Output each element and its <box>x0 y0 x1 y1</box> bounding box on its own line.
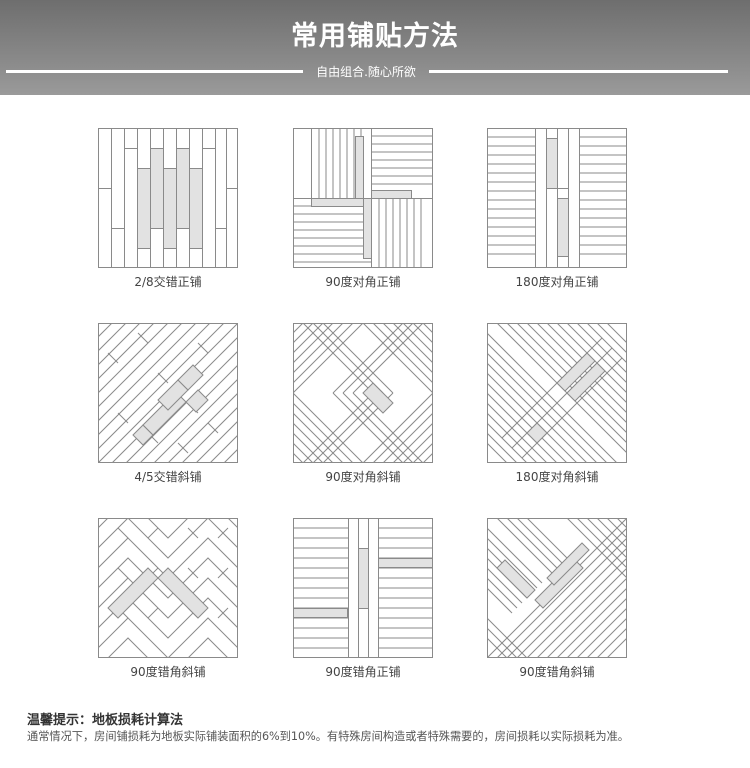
pattern-caption: 90度对角斜铺 <box>325 470 401 484</box>
pattern-tile-90-diagonal-slant <box>293 323 433 463</box>
divider-left <box>6 70 303 73</box>
pattern-tile-180-diagonal-straight <box>487 128 627 268</box>
pattern-caption: 4/5交错斜铺 <box>134 470 202 484</box>
page-subtitle: 自由组合.随心所欲 <box>316 65 416 79</box>
pattern-tile-180-diagonal-slant <box>487 323 627 463</box>
pattern-diagram <box>487 128 627 268</box>
pattern-diagram <box>487 518 627 658</box>
pattern-caption: 90度对角正铺 <box>325 275 401 289</box>
pattern-caption: 90度错角斜铺 <box>519 665 595 679</box>
pattern-caption: 180度对角斜铺 <box>515 470 599 484</box>
pattern-tile-2-8-staggered-straight <box>98 128 238 268</box>
header-banner: 常用铺贴方法 自由组合.随心所欲 <box>0 0 750 95</box>
pattern-diagram <box>98 518 238 658</box>
pattern-tile-90-diagonal-straight <box>293 128 433 268</box>
pattern-diagram <box>293 518 433 658</box>
pattern-diagram <box>293 323 433 463</box>
pattern-tile-90-offset-diagonal <box>98 518 238 658</box>
page-title: 常用铺贴方法 <box>291 21 459 52</box>
pattern-diagram <box>98 128 238 268</box>
pattern-tile-4-5-staggered-diagonal <box>98 323 238 463</box>
pattern-caption: 90度错角斜铺 <box>130 665 206 679</box>
pattern-tile-90-offset-straight <box>293 518 433 658</box>
pattern-tile-90-offset-diagonal-2 <box>487 518 627 658</box>
tip-body: 通常情况下，房间铺损耗为地板实际铺装面积的6%到10%。有特殊房间构造或者特殊需… <box>27 730 629 743</box>
pattern-caption: 2/8交错正铺 <box>134 275 202 289</box>
pattern-diagram <box>293 128 433 268</box>
pattern-diagram <box>98 323 238 463</box>
pattern-diagram <box>487 323 627 463</box>
pattern-caption: 180度对角正铺 <box>515 275 599 289</box>
pattern-caption: 90度错角正铺 <box>325 665 401 679</box>
divider-right <box>429 70 728 73</box>
tip-title: 温馨提示：地板损耗计算法 <box>27 713 184 728</box>
